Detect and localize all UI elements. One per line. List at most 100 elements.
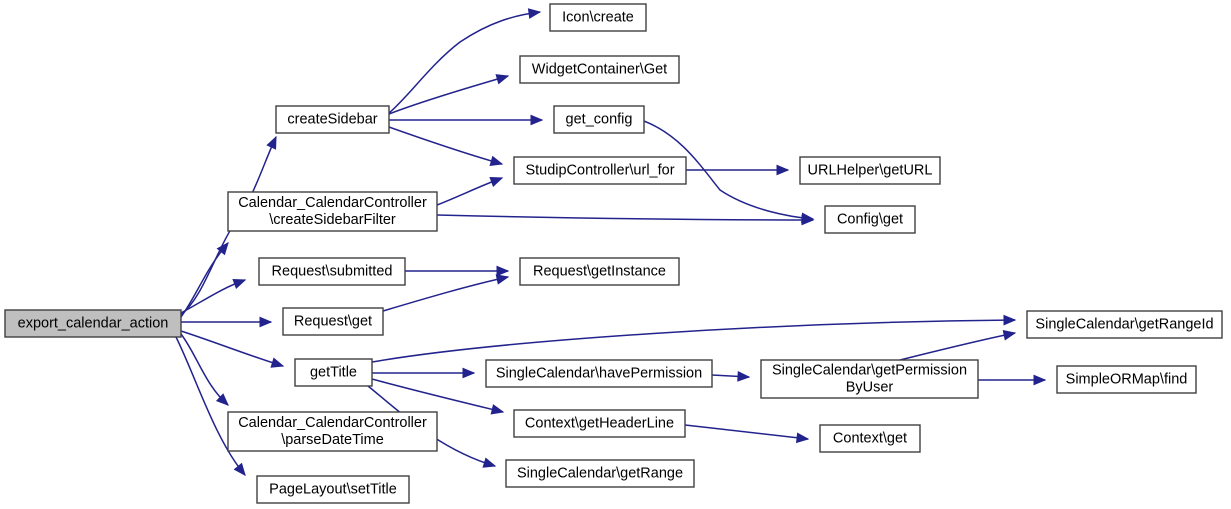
edge-line	[643, 120, 814, 220]
call-edge	[643, 120, 815, 224]
node-box[interactable]	[513, 409, 686, 438]
edge-arrowhead	[490, 404, 505, 415]
node-box[interactable]	[1056, 365, 1197, 394]
call-edge	[371, 378, 505, 415]
node-label: \createSidebarFilter	[269, 212, 396, 228]
graph-node-Context_get[interactable]: Context\get	[819, 424, 921, 453]
node-label: URLHelper\getURL	[808, 162, 933, 178]
node-label: PageLayout\setTitle	[269, 481, 397, 497]
edge-arrowhead	[801, 212, 815, 224]
node-label: export_calendar_action	[18, 315, 169, 331]
call-edge	[181, 316, 273, 328]
call-edge	[684, 424, 810, 444]
edge-line	[371, 378, 504, 413]
node-box[interactable]	[505, 459, 695, 488]
node-box[interactable]	[519, 55, 680, 84]
node-box[interactable]	[819, 424, 921, 453]
edge-line	[436, 214, 814, 221]
node-layer: export_calendar_action createSidebarCalen…	[4, 3, 1223, 504]
graph-node-parseDateTime[interactable]: Calendar_CalendarController\parseDateTim…	[227, 411, 438, 452]
graph-node-Config_get[interactable]: Config\get	[824, 205, 916, 234]
call-edge	[180, 330, 285, 368]
node-box[interactable]	[294, 358, 373, 387]
node-label: WidgetContainer\Get	[532, 61, 667, 77]
node-box[interactable]	[760, 359, 979, 399]
edge-arrowhead	[259, 316, 273, 328]
graph-node-WidgetContainer_Get[interactable]: WidgetContainer\Get	[519, 55, 680, 84]
graph-node-SingleCalendar_havePermission[interactable]: SingleCalendar\havePermission	[485, 359, 713, 388]
edge-arrowhead	[270, 357, 285, 368]
graph-node-get_config[interactable]: get_config	[553, 105, 645, 134]
node-box[interactable]	[1026, 310, 1223, 339]
edge-line	[684, 424, 809, 440]
call-edge	[180, 278, 247, 314]
graph-node-URLHelper_getURL[interactable]: URLHelper\getURL	[799, 156, 941, 185]
graph-node-createSidebarFilter[interactable]: Calendar_CalendarController\createSideba…	[227, 191, 438, 232]
edge-line	[371, 319, 1016, 363]
graph-node-SingleCalendar_getRange[interactable]: SingleCalendar\getRange	[505, 459, 695, 488]
graph-node-Request_getInstance[interactable]: Request\getInstance	[519, 257, 680, 286]
node-label: SingleCalendar\havePermission	[496, 365, 702, 381]
node-box[interactable]	[549, 3, 647, 32]
node-label: Config\get	[837, 211, 903, 227]
node-label: SingleCalendar\getRange	[517, 465, 683, 481]
edge-arrowhead	[530, 114, 544, 126]
node-box[interactable]	[227, 191, 438, 232]
node-label: Request\getInstance	[533, 263, 666, 279]
edge-arrowhead	[737, 371, 751, 382]
edge-line	[388, 11, 541, 114]
call-edge	[180, 242, 229, 318]
graph-node-PageLayout_setTitle[interactable]: PageLayout\setTitle	[256, 475, 410, 504]
node-box[interactable]	[275, 105, 390, 134]
graph-node-SimpleORMap_find[interactable]: SimpleORMap\find	[1056, 365, 1197, 394]
edge-arrowhead	[495, 74, 510, 85]
edge-arrowhead	[776, 164, 790, 176]
node-box[interactable]	[4, 309, 182, 338]
node-label: StudipController\url_for	[525, 162, 674, 178]
graph-node-export_calendar_action[interactable]: export_calendar_action	[4, 309, 182, 338]
edge-arrowhead	[1002, 330, 1017, 341]
call-edge	[436, 177, 504, 206]
node-box[interactable]	[485, 359, 713, 388]
graph-node-Icon_create[interactable]: Icon\create	[549, 3, 647, 32]
node-label: Calendar_CalendarController	[238, 195, 427, 211]
node-label: ByUser	[846, 379, 894, 395]
graph-node-StudipController_url_for[interactable]: StudipController\url_for	[513, 156, 687, 185]
graph-node-getTitle[interactable]: getTitle	[294, 358, 373, 387]
edge-arrowhead	[233, 462, 246, 477]
graph-node-Request_get[interactable]: Request\get	[282, 307, 384, 336]
node-box[interactable]	[824, 205, 916, 234]
graph-node-createSidebar[interactable]: createSidebar	[275, 105, 390, 134]
node-box[interactable]	[799, 156, 941, 185]
graph-node-Request_submitted[interactable]: Request\submitted	[258, 257, 406, 286]
node-label: createSidebar	[287, 111, 377, 127]
node-box[interactable]	[256, 475, 410, 504]
call-edge	[978, 374, 1047, 386]
edge-line	[382, 276, 509, 312]
call-edge	[899, 330, 1017, 361]
node-label: get_config	[566, 111, 633, 127]
node-box[interactable]	[513, 156, 687, 185]
node-label: SingleCalendar\getPermission	[772, 362, 967, 378]
node-box[interactable]	[282, 307, 384, 336]
call-edge	[180, 333, 229, 406]
node-box[interactable]	[553, 105, 645, 134]
edge-arrowhead	[215, 393, 229, 406]
call-edge	[382, 274, 510, 312]
graph-node-Context_getHeaderLine[interactable]: Context\getHeaderLine	[513, 409, 686, 438]
node-box[interactable]	[258, 257, 406, 286]
node-label: Context\get	[833, 430, 907, 446]
node-box[interactable]	[519, 257, 680, 286]
edge-line	[175, 336, 246, 476]
edge-arrowhead	[489, 155, 504, 166]
node-label: Calendar_CalendarController	[238, 415, 427, 431]
graph-node-SingleCalendar_getRangeId[interactable]: SingleCalendar\getRangeId	[1026, 310, 1223, 339]
edge-arrowhead	[266, 135, 277, 150]
node-label: \parseDateTime	[281, 432, 384, 448]
edge-arrowhead	[527, 8, 542, 19]
node-box[interactable]	[227, 411, 438, 452]
call-edge	[388, 74, 510, 115]
call-edge	[436, 214, 815, 226]
